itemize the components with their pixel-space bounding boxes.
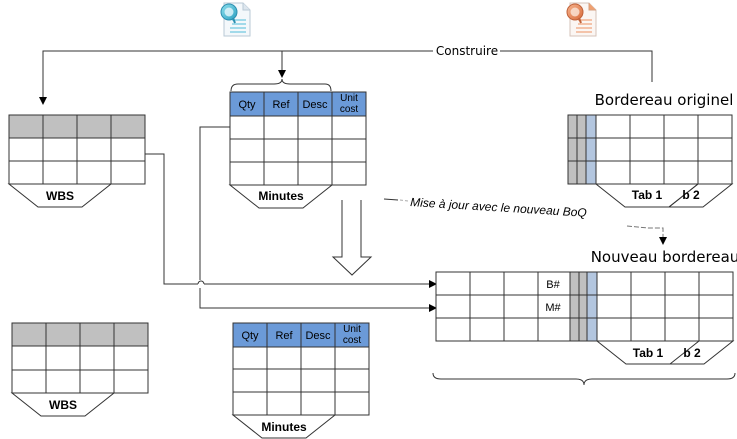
update-connector — [383, 198, 667, 245]
minutes-table-top-label: Minutes — [258, 189, 304, 203]
document-search-icon-orange — [566, 2, 597, 37]
minutes-table-bottom — [231, 322, 370, 439]
minutes-table-bottom-label: Minutes — [261, 420, 307, 434]
minutes-top-header-cost: cost — [340, 104, 359, 115]
new-bordereau-tab1: Tab 1 — [633, 346, 664, 360]
original-bordereau-tab2: b 2 — [682, 188, 700, 202]
minutes-bottom-header-desc: Desc — [305, 330, 331, 342]
minutes-bottom-header-unit: Unit — [343, 324, 361, 335]
minutes-top-header-qty: Qty — [238, 99, 256, 111]
hollow-down-arrow — [331, 200, 373, 276]
wbs-table-top-label: WBS — [46, 189, 74, 203]
new-bordereau-row-marker-m: M# — [545, 302, 561, 314]
original-bordereau-tab1: Tab 1 — [632, 188, 663, 202]
minutes-top-header-unit: Unit — [340, 93, 358, 104]
original-bordereau-table — [567, 114, 734, 208]
minutes-table-top — [228, 91, 367, 209]
build-connector-label: Construire — [436, 44, 498, 58]
new-bordereau-title: Nouveau bordereau — [591, 248, 737, 266]
new-bordereau-row-marker-b: B# — [546, 279, 560, 291]
build-connector — [39, 50, 653, 105]
new-bordereau-table — [435, 271, 735, 365]
new-bordereau-tab2: b 2 — [683, 346, 701, 360]
update-connector-label: Mise à jour avec le nouveau BoQ — [410, 195, 587, 220]
document-search-icon-blue — [220, 2, 251, 37]
wbs-table-bottom — [10, 322, 149, 417]
minutes-top-header-desc: Desc — [302, 99, 328, 111]
new-bordereau-brace — [432, 372, 736, 386]
wbs-table-bottom-label: WBS — [49, 398, 77, 412]
wbs-table-top — [7, 114, 146, 208]
minutes-brace — [230, 78, 332, 92]
minutes-bottom-header-ref: Ref — [275, 330, 293, 342]
original-bordereau-title: Bordereau originel — [595, 91, 734, 109]
minutes-top-header-ref: Ref — [272, 99, 290, 111]
flow-connectors — [145, 126, 437, 312]
minutes-bottom-header-cost: cost — [343, 335, 362, 346]
minutes-bottom-header-qty: Qty — [241, 330, 259, 342]
